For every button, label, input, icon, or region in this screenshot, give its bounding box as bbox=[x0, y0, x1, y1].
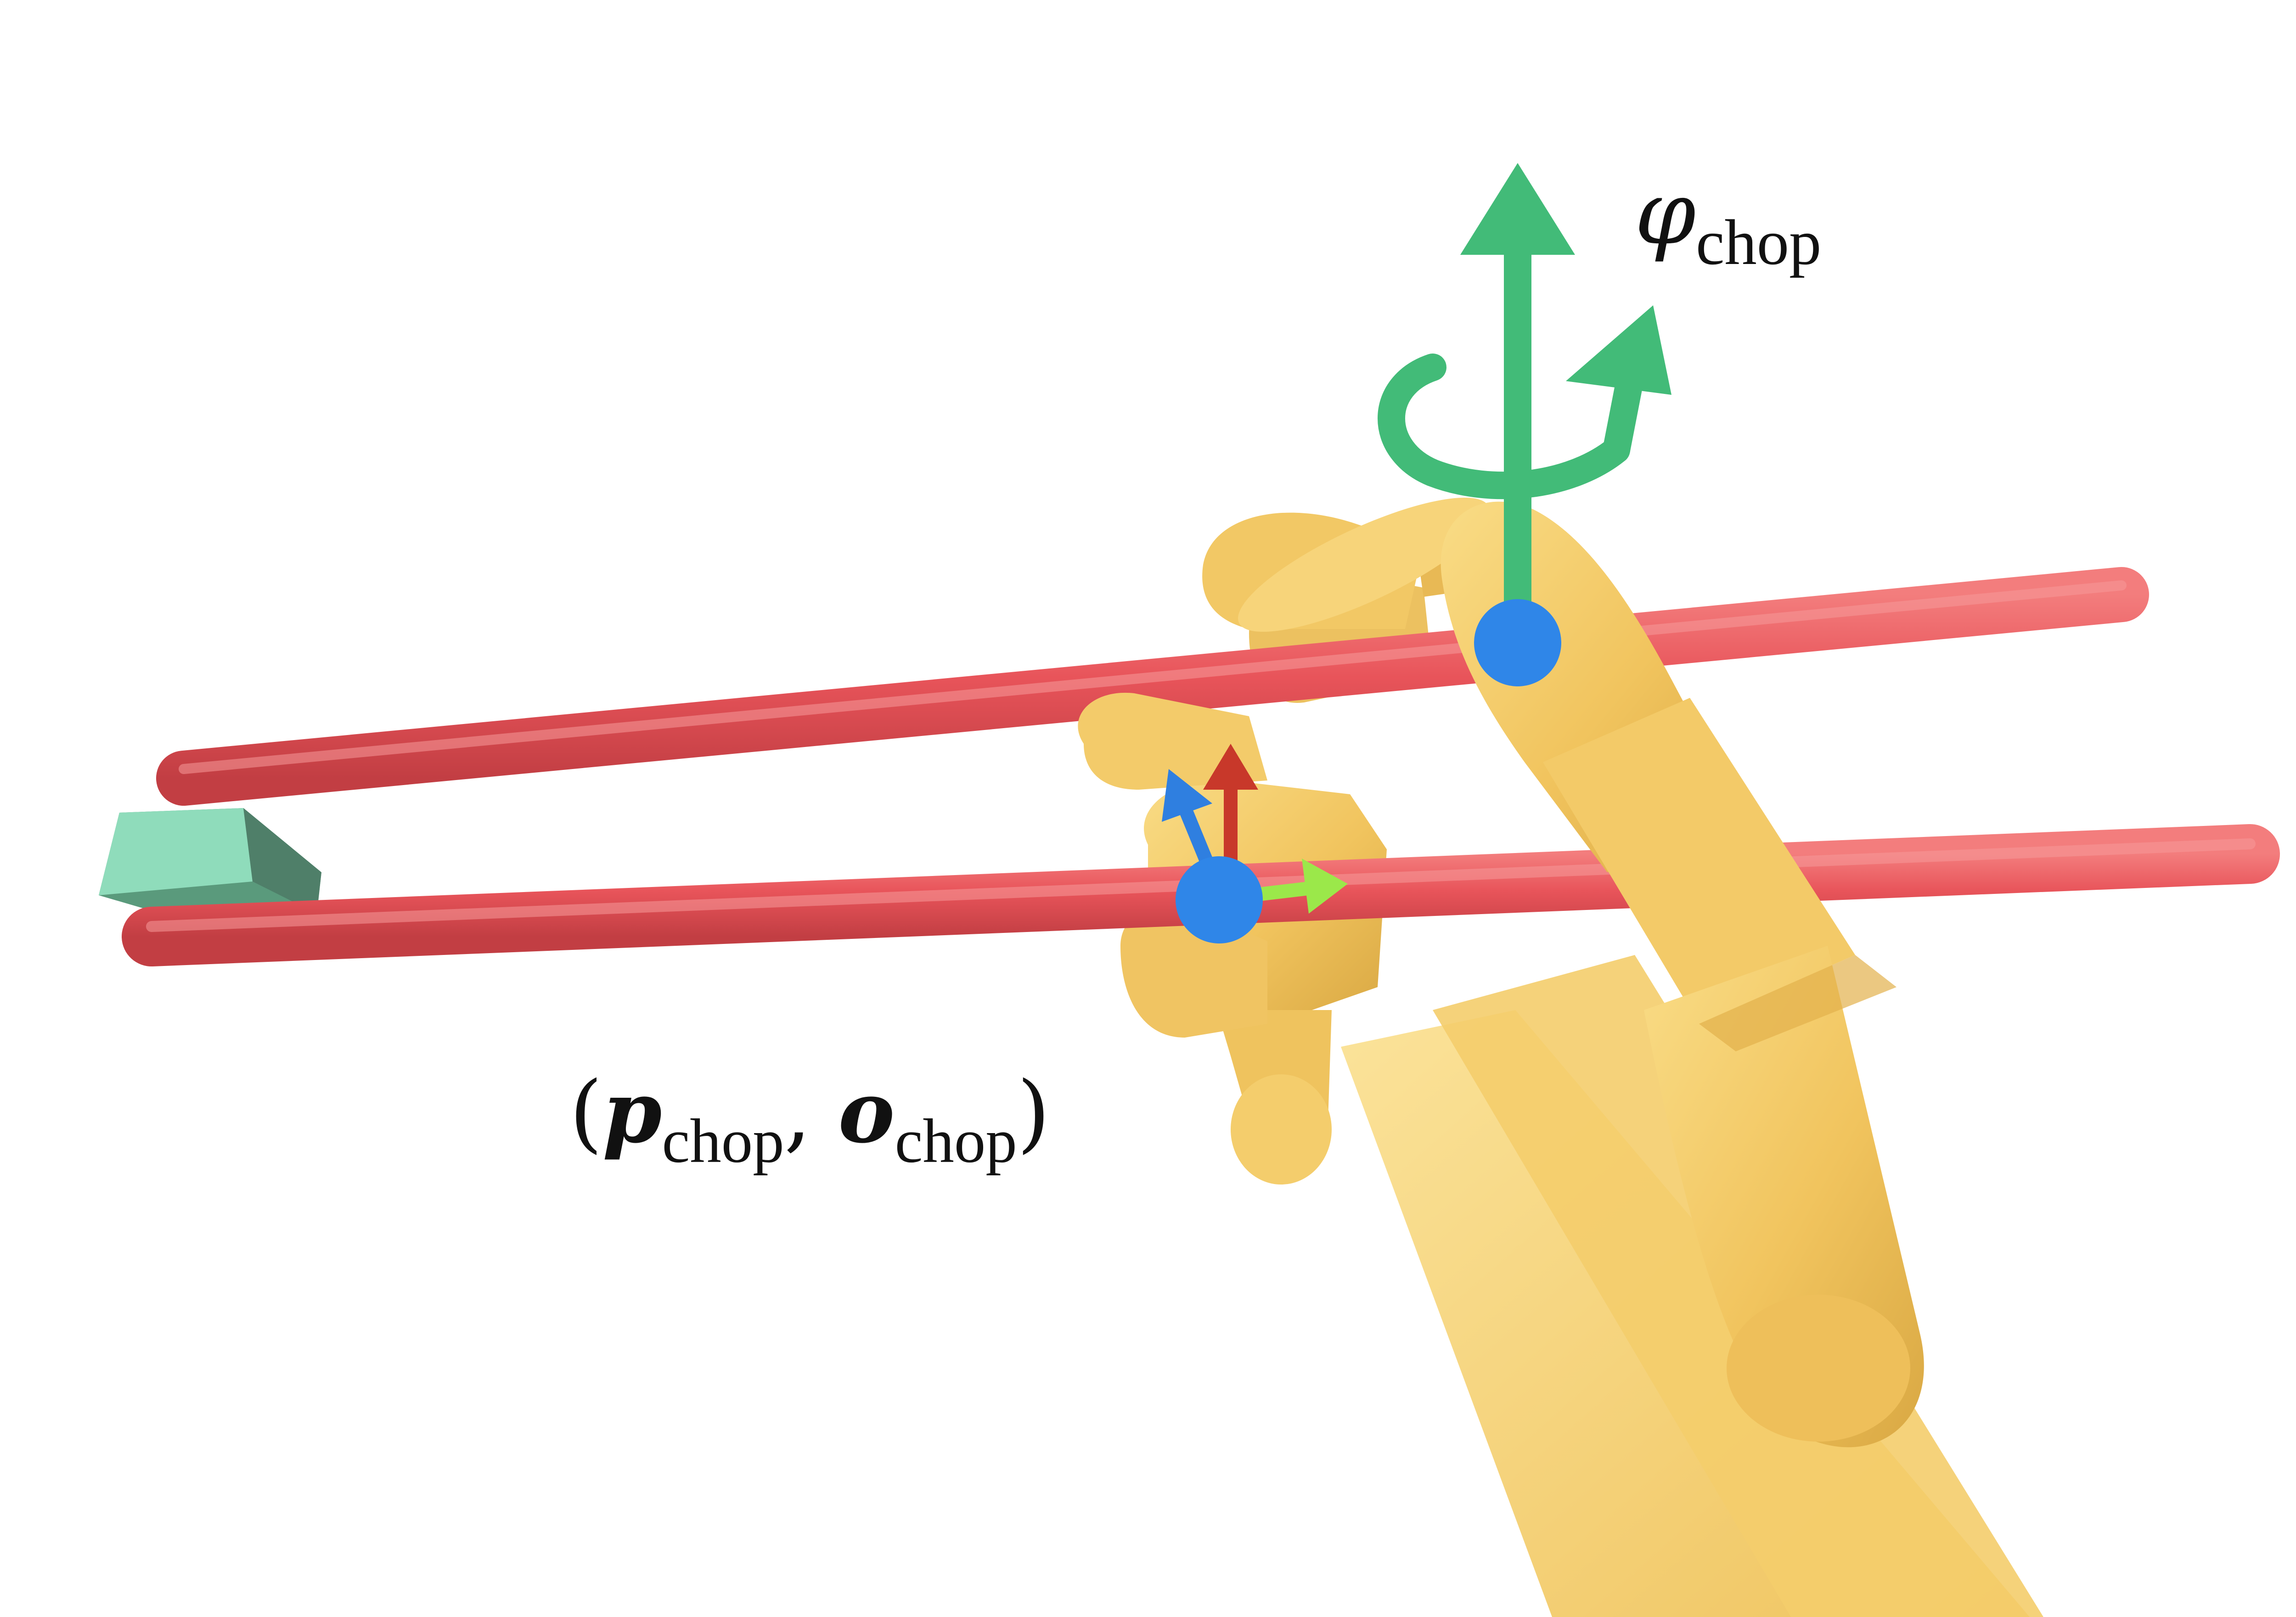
chopstick-upper bbox=[156, 567, 2149, 806]
rotation-label: φchop bbox=[1635, 170, 1821, 275]
pose-separator: , bbox=[784, 1063, 838, 1162]
rotation-subscript: chop bbox=[1696, 207, 1822, 278]
pose-orientation-symbol: o bbox=[838, 1062, 895, 1162]
block bbox=[99, 808, 321, 923]
rotation-symbol: φ bbox=[1635, 163, 1696, 264]
pose-position-symbol: p bbox=[602, 1062, 662, 1162]
pose-label: (pchop, ochop) bbox=[569, 1070, 1050, 1173]
lower-chopstick-marker bbox=[1176, 856, 1263, 943]
rotation-axis bbox=[1378, 163, 1671, 643]
pose-position-subscript: chop bbox=[662, 1106, 784, 1176]
upper-chopstick-marker bbox=[1474, 599, 1561, 686]
pose-orientation-subscript: chop bbox=[895, 1106, 1017, 1176]
pose-close-paren: ) bbox=[1017, 1063, 1050, 1162]
hand-thumb bbox=[1441, 501, 1924, 1448]
pose-open-paren: ( bbox=[569, 1063, 603, 1162]
